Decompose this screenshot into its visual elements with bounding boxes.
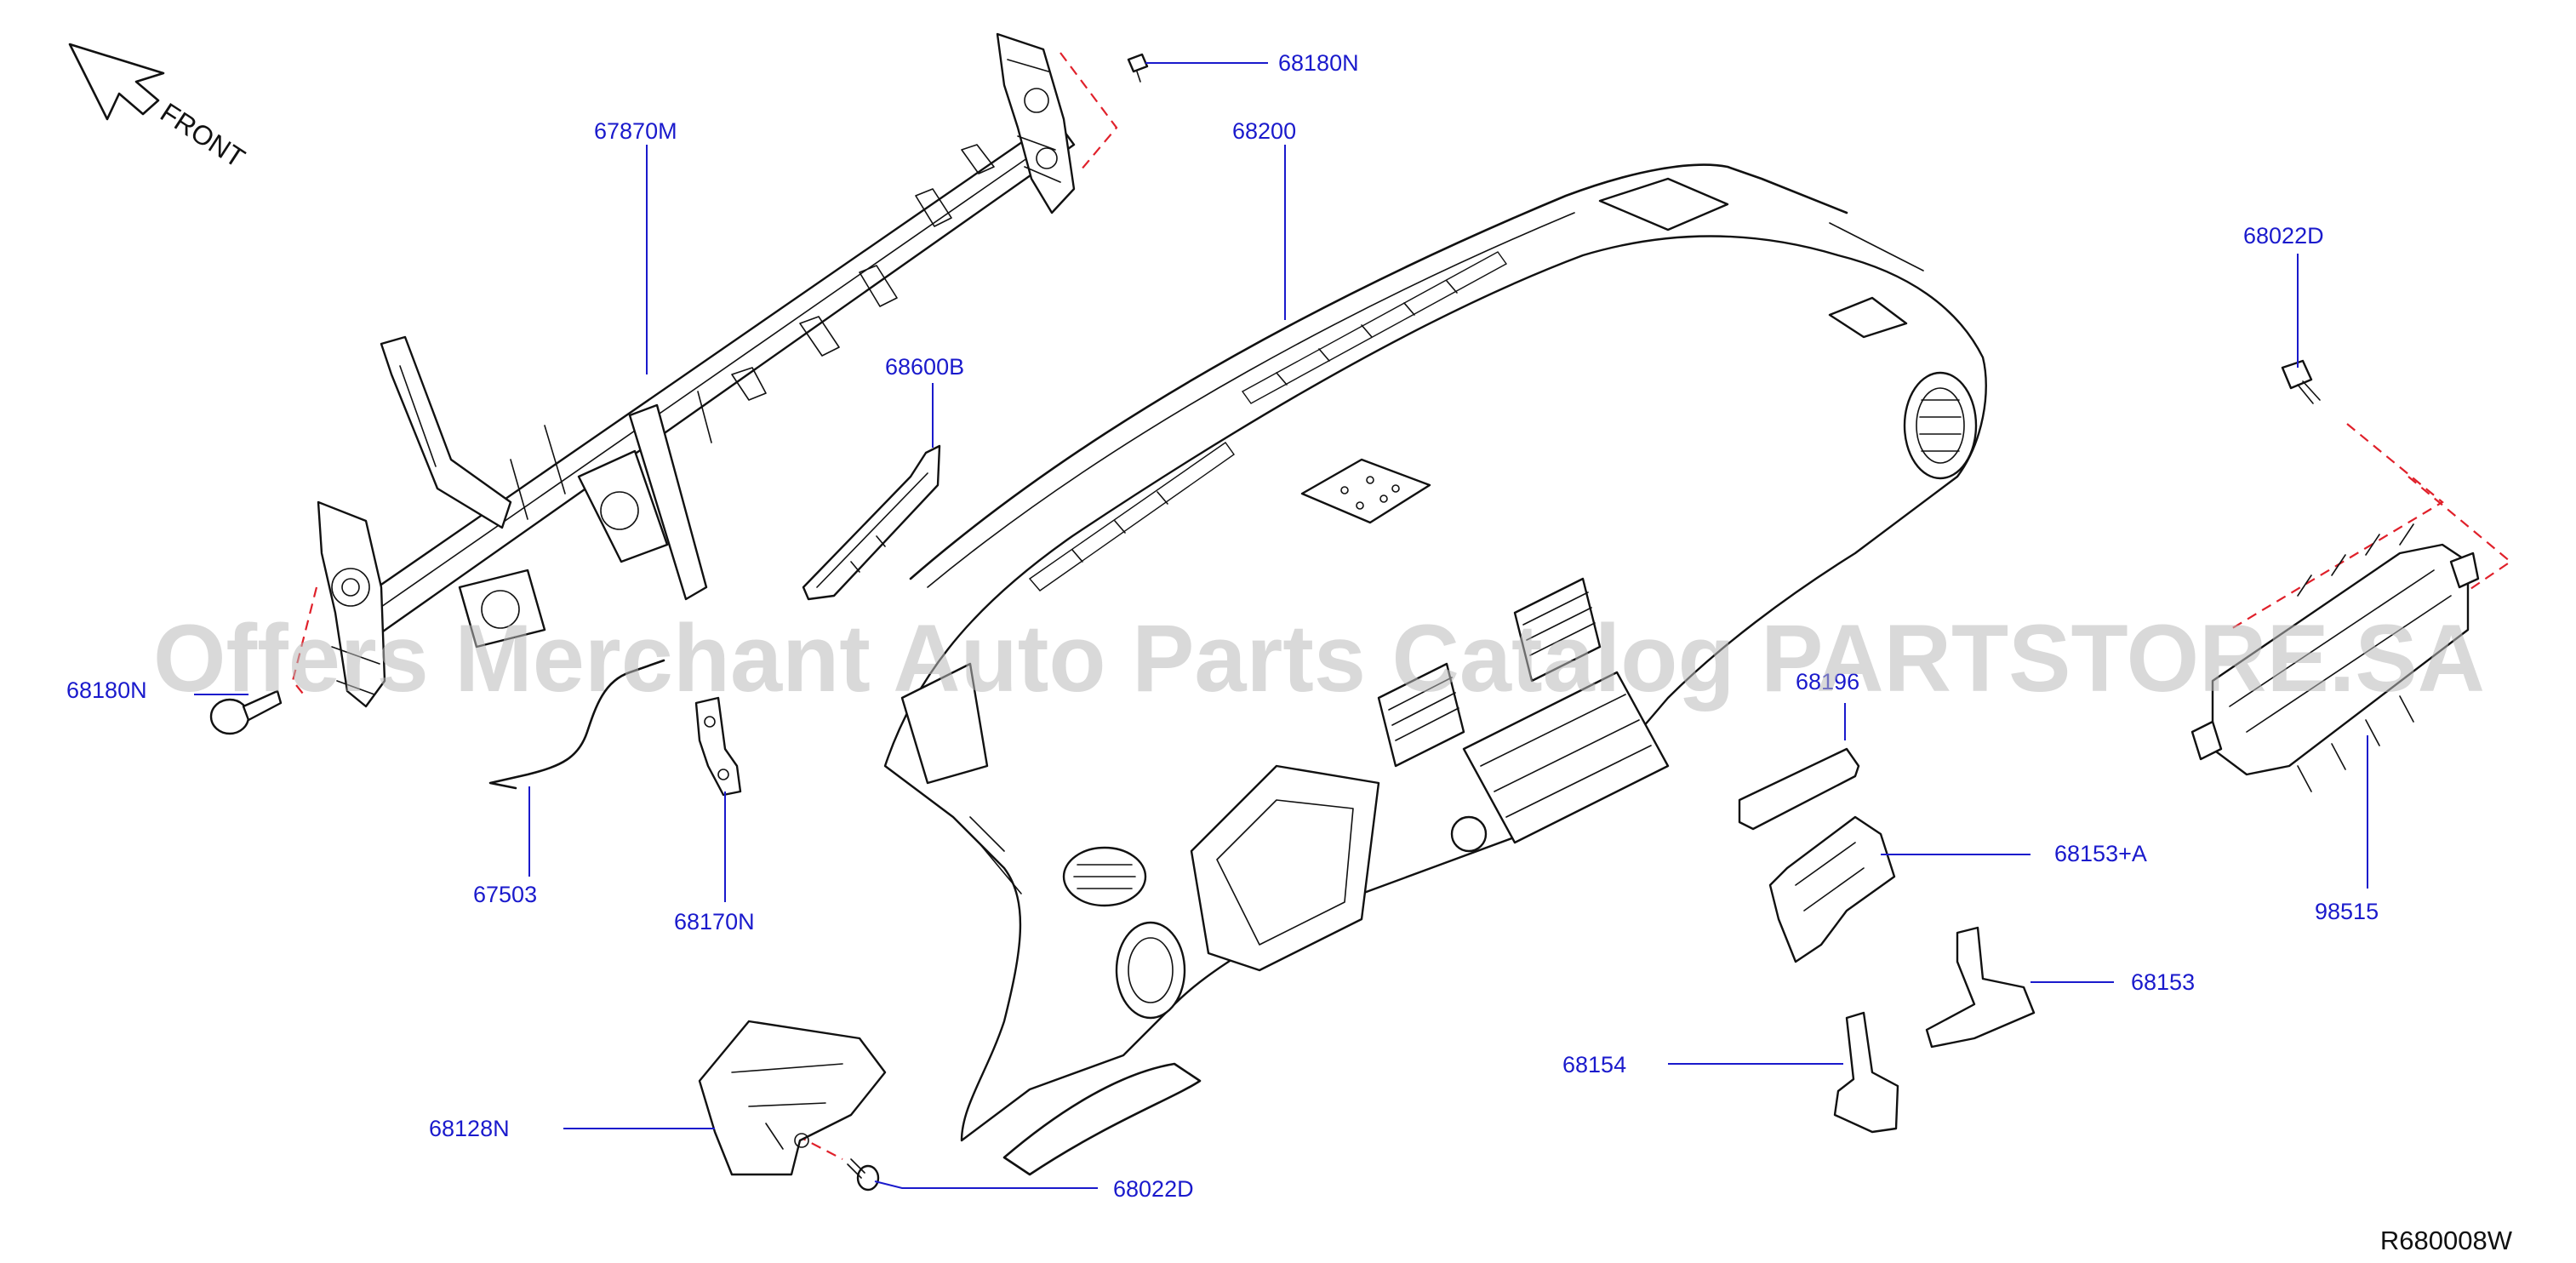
screw-68180N-top-icon <box>1127 53 1149 83</box>
bracket-68600B-drawing <box>802 444 941 601</box>
label-68022D-bottom: 68022D <box>1113 1176 1194 1202</box>
wire-67503-drawing <box>488 659 665 790</box>
bracket-68170N-drawing <box>694 696 742 797</box>
steering-member-drawing <box>317 32 1076 708</box>
label-68153A: 68153+A <box>2054 841 2147 866</box>
label-68022D-right: 68022D <box>2243 223 2324 249</box>
label-68600B: 68600B <box>885 354 964 380</box>
bracket-68128N-drawing <box>698 1020 887 1176</box>
screw-68022D-right-icon <box>2281 359 2321 404</box>
airbag-module-drawing <box>2190 523 2480 792</box>
bracket-68153-drawing <box>1925 926 2036 1049</box>
label-68154: 68154 <box>1562 1052 1626 1077</box>
bracket-68153A-drawing <box>1768 815 1896 963</box>
label-67503: 67503 <box>473 882 537 907</box>
label-68128N: 68128N <box>429 1116 510 1141</box>
label-68170N: 68170N <box>674 909 755 934</box>
front-arrow-icon: FRONT <box>68 43 250 174</box>
label-68180N-top: 68180N <box>1278 50 1359 76</box>
label-68196: 68196 <box>1796 669 1859 694</box>
screw-68022D-bottom-icon <box>847 1158 880 1192</box>
strip-68196-drawing <box>1738 747 1860 831</box>
leader-lines <box>194 62 2368 1189</box>
label-68153: 68153 <box>2131 969 2195 995</box>
screw-68180N-left-icon <box>209 689 283 735</box>
label-67870M: 67870M <box>594 118 677 144</box>
label-68180N-left: 68180N <box>66 677 147 703</box>
label-68200: 68200 <box>1232 118 1296 144</box>
reference-code: R680008W <box>2380 1226 2513 1255</box>
label-98515: 98515 <box>2315 899 2379 924</box>
instrument-panel-drawing <box>883 163 1987 1176</box>
bracket-68154-drawing <box>1833 1011 1899 1134</box>
callout-labels: 68180N 67870M 68200 68022D 68600B 68180N… <box>66 50 2379 1202</box>
front-label: FRONT <box>155 97 250 174</box>
watermark: Offers Merchant Auto Parts Catalog PARTS… <box>153 605 2485 712</box>
